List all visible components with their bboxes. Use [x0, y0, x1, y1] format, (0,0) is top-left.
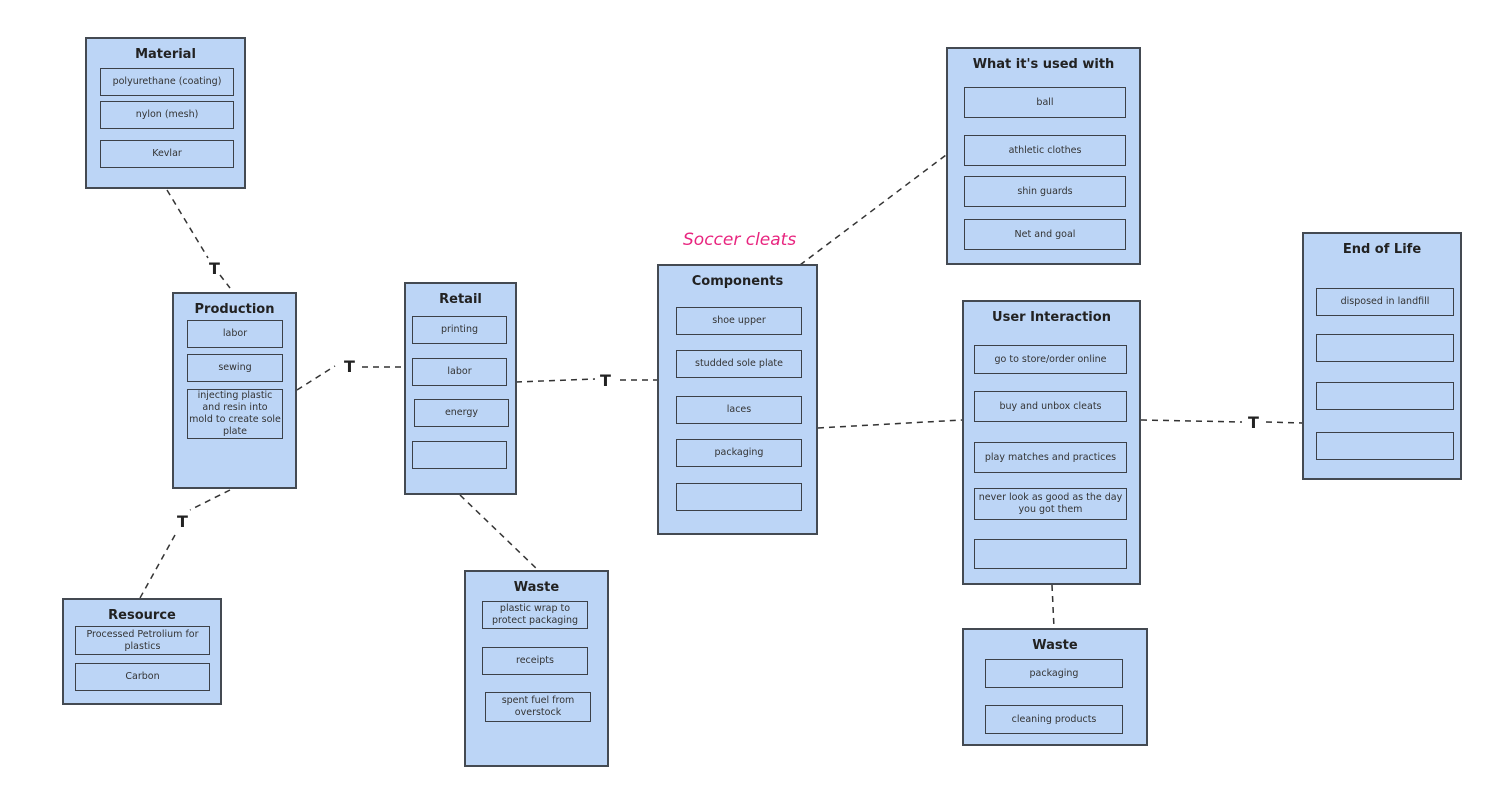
link-material-production-2 — [219, 274, 231, 289]
components-item — [676, 483, 802, 511]
end-of-life-title: End of Life — [1342, 242, 1422, 257]
production-title: Production — [194, 302, 275, 317]
material-box[interactable]: Material polyurethane (coating) nylon (m… — [85, 37, 246, 189]
material-title: Material — [135, 47, 196, 62]
used-with-item: ball — [964, 87, 1126, 118]
link-components-usedwith — [799, 154, 947, 266]
retail-item: labor — [412, 358, 507, 386]
used-with-title: What it's used with — [972, 57, 1115, 72]
material-item: Kevlar — [100, 140, 234, 168]
retail-item — [412, 441, 507, 469]
link-userinteraction-waste — [1051, 584, 1055, 629]
waste-user-item: cleaning products — [985, 705, 1123, 734]
components-item: shoe upper — [676, 307, 802, 335]
waste-retail-box[interactable]: Waste plastic wrap to protect packaging … — [464, 570, 609, 767]
retail-title: Retail — [439, 292, 482, 307]
user-interaction-box[interactable]: User Interaction go to store/order onlin… — [962, 300, 1141, 585]
t-marker-userinteraction-endoflife: T — [1248, 413, 1259, 432]
production-item: sewing — [187, 354, 283, 382]
used-with-item: shin guards — [964, 176, 1126, 207]
end-of-life-item — [1316, 432, 1454, 460]
diagram-title: Soccer cleats — [683, 230, 797, 250]
waste-user-box[interactable]: Waste packaging cleaning products — [962, 628, 1148, 746]
t-marker-production-retail: T — [344, 357, 355, 376]
link-userinteraction-endoflife — [1140, 419, 1243, 423]
resource-item: Processed Petrolium for plastics — [75, 626, 210, 655]
resource-title: Resource — [108, 608, 176, 623]
end-of-life-item: disposed in landfill — [1316, 288, 1454, 316]
waste-retail-item: plastic wrap to protect packaging — [482, 601, 588, 629]
components-item: laces — [676, 396, 802, 424]
link-userinteraction-endoflife-2 — [1265, 421, 1303, 424]
waste-retail-item: spent fuel from overstock — [485, 692, 591, 722]
used-with-item: athletic clothes — [964, 135, 1126, 166]
used-with-item: Net and goal — [964, 219, 1126, 250]
components-box[interactable]: Components shoe upper studded sole plate… — [657, 264, 818, 535]
user-interaction-title: User Interaction — [992, 310, 1111, 325]
link-components-userinteraction — [817, 419, 963, 429]
link-production-retail — [296, 365, 336, 391]
retail-box[interactable]: Retail printing labor energy — [404, 282, 517, 495]
link-retail-components — [515, 378, 596, 383]
production-box[interactable]: Production labor sewing injecting plasti… — [172, 292, 297, 489]
link-production-resource-2 — [139, 534, 176, 599]
retail-item: energy — [414, 399, 509, 427]
production-item: labor — [187, 320, 283, 348]
t-marker-material-production: T — [209, 259, 220, 278]
used-with-box[interactable]: What it's used with ball athletic clothe… — [946, 47, 1141, 265]
user-interaction-item: go to store/order online — [974, 345, 1127, 374]
resource-box[interactable]: Resource Processed Petrolium for plastic… — [62, 598, 222, 705]
link-material-production — [166, 189, 209, 259]
end-of-life-item — [1316, 382, 1454, 410]
material-item: nylon (mesh) — [100, 101, 234, 129]
end-of-life-box[interactable]: End of Life disposed in landfill — [1302, 232, 1462, 480]
user-interaction-item: buy and unbox cleats — [974, 391, 1127, 422]
t-marker-production-resource: T — [177, 512, 188, 531]
components-item: studded sole plate — [676, 350, 802, 378]
user-interaction-item: never look as good as the day you got th… — [974, 488, 1127, 520]
waste-user-item: packaging — [985, 659, 1123, 688]
end-of-life-item — [1316, 334, 1454, 362]
t-marker-retail-components: T — [600, 371, 611, 390]
components-item: packaging — [676, 439, 802, 467]
user-interaction-item — [974, 539, 1127, 569]
waste-retail-item: receipts — [482, 647, 588, 675]
waste-user-title: Waste — [1032, 638, 1078, 653]
components-title: Components — [691, 274, 784, 289]
resource-item: Carbon — [75, 663, 210, 691]
link-retail-waste — [459, 494, 539, 571]
link-production-resource — [189, 489, 231, 511]
retail-item: printing — [412, 316, 507, 344]
material-item: polyurethane (coating) — [100, 68, 234, 96]
production-item: injecting plastic and resin into mold to… — [187, 389, 283, 439]
waste-retail-title: Waste — [513, 580, 560, 595]
user-interaction-item: play matches and practices — [974, 442, 1127, 473]
